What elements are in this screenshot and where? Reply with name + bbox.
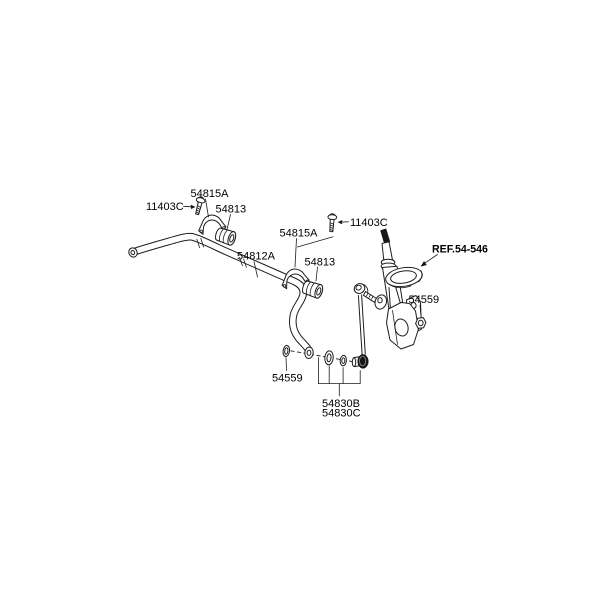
label-bracket-upper: 54815A: [191, 188, 230, 200]
label-link-primary: 54830B: [322, 398, 360, 410]
label-bolt-lower: 11403C: [350, 217, 388, 229]
part-labels: 54815A 11403C 54813 54812A 54815A 11403C…: [146, 188, 488, 420]
label-bushing-lower: 54813: [305, 257, 336, 269]
bar-clamp-mark-left: [196, 238, 204, 248]
leader-lines: [183, 198, 438, 371]
stabilizer-bar: [128, 232, 314, 359]
label-bolt-upper: 11403C: [146, 201, 184, 213]
nut-right: [415, 317, 427, 329]
arrowhead-upper-bolt: [190, 204, 196, 210]
strut-rod-tip: [380, 228, 391, 245]
bar-clamp-mark-right: [239, 257, 247, 268]
label-nut-right: 54559: [409, 294, 440, 306]
label-bushing-upper: 54813: [216, 204, 247, 216]
bolt-lower: [326, 213, 338, 233]
arrowhead-ref: [420, 260, 427, 267]
link-washer: [324, 350, 334, 366]
link-group-bracket-lines: [318, 357, 361, 397]
strut-spring-seat: [385, 266, 423, 289]
bar-end-washer: [282, 344, 291, 358]
label-stabilizer-bar: 54812A: [237, 251, 276, 263]
bar-right-eyelet: [304, 346, 314, 359]
label-bracket-lower: 54815A: [280, 228, 319, 240]
label-washer-left: 54559: [272, 373, 303, 385]
bar-left-eyelet: [128, 247, 138, 258]
label-strut-reference: REF.54-546: [432, 244, 488, 256]
label-link-secondary: 54830C: [322, 408, 361, 420]
arrowhead-lower-bolt: [337, 220, 343, 225]
stabilizer-link: [351, 283, 388, 369]
bushing-upper: [213, 226, 238, 247]
link-bushing-small: [339, 354, 347, 367]
strut-assembly: [380, 228, 423, 350]
